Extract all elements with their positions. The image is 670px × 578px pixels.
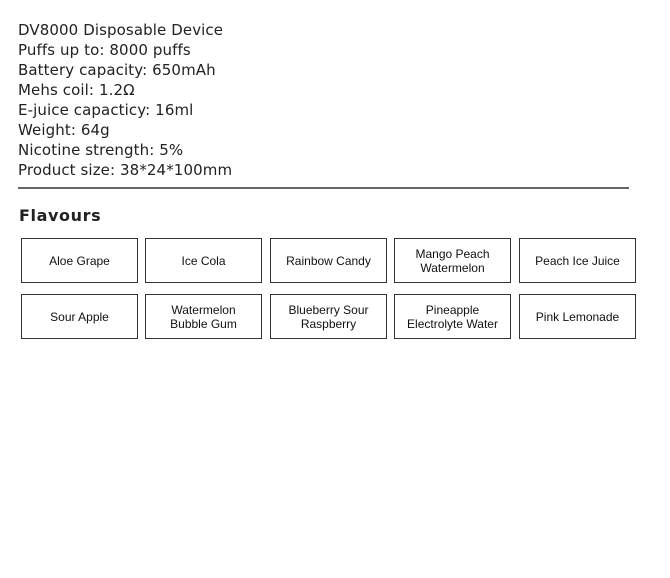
spec-model: DV8000 Disposable Device xyxy=(18,21,224,39)
flavour-option[interactable]: Mango Peach Watermelon xyxy=(394,238,511,283)
spec-weight: Weight: 64g xyxy=(18,121,110,139)
spec-battery: Battery capacity: 650mAh xyxy=(18,61,216,79)
flavour-option[interactable]: Ice Cola xyxy=(145,238,262,283)
flavour-option[interactable]: Pineapple Electrolyte Water xyxy=(394,294,511,339)
spec-puffs: Puffs up to: 8000 puffs xyxy=(18,41,191,59)
flavour-option[interactable]: Rainbow Candy xyxy=(270,238,387,283)
spec-size: Product size: 38*24*100mm xyxy=(18,161,233,179)
divider xyxy=(18,187,629,189)
flavours-heading: Flavours xyxy=(19,206,102,225)
flavour-option[interactable]: Sour Apple xyxy=(21,294,138,339)
spec-capacity: E-juice capacticy: 16ml xyxy=(18,101,194,119)
flavour-option[interactable]: Pink Lemonade xyxy=(519,294,636,339)
spec-coil: Mehs coil: 1.2Ω xyxy=(18,81,135,99)
flavour-option[interactable]: Blueberry Sour Raspberry xyxy=(270,294,387,339)
product-specs: DV8000 Disposable Device Puffs up to: 80… xyxy=(18,20,232,180)
flavour-option[interactable]: Aloe Grape xyxy=(21,238,138,283)
flavour-option[interactable]: Watermelon Bubble Gum xyxy=(145,294,262,339)
flavour-option[interactable]: Peach Ice Juice xyxy=(519,238,636,283)
spec-nicotine: Nicotine strength: 5% xyxy=(18,141,184,159)
